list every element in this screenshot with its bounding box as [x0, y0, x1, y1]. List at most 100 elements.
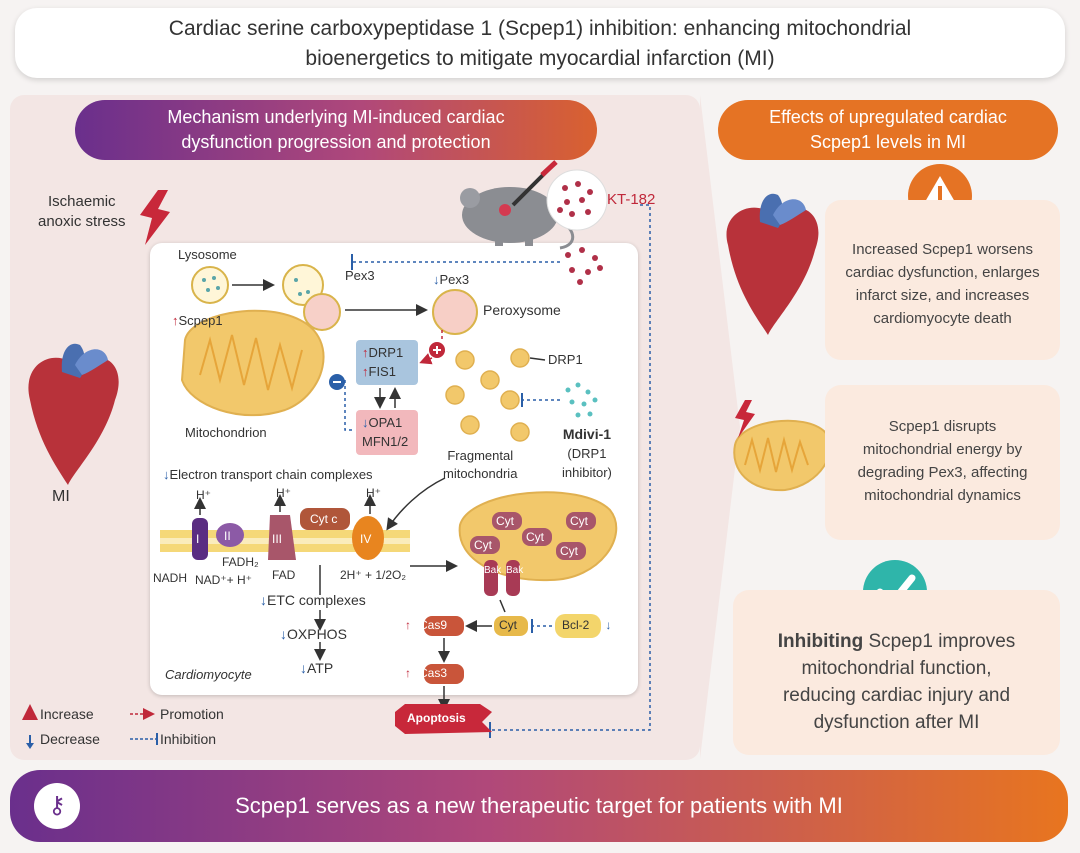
mechanism-header-line-1: Mechanism underlying MI-induced cardiac: [167, 107, 505, 127]
effects-header: Effects of upregulated cardiac Scpep1 le…: [718, 100, 1058, 160]
effects-header-line-1: Effects of upregulated cardiac: [769, 107, 1007, 127]
title-line-2: bioenergetics to mitigate myocardial inf…: [305, 47, 775, 70]
mdivi-molecules: [565, 382, 598, 418]
legend-promotion: Promotion: [160, 706, 224, 722]
effect-2-line-3: degrading Pex3, affecting: [857, 464, 1028, 481]
cyt-5: Cyt: [560, 544, 578, 558]
fadh2-label: FADH₂: [222, 555, 259, 569]
effect-1-line-2: cardiac dysfunction, enlarges: [845, 264, 1040, 281]
complex-ii-label: II: [224, 529, 231, 543]
complex-i: [192, 518, 208, 560]
effect-1-line-1: Increased Scpep1 worsens: [852, 241, 1033, 258]
etc-complexes-label: ↓ETC complexes: [260, 592, 366, 608]
stress-line-2: anoxic stress: [38, 213, 126, 230]
conclusion-text: Scpep1 serves as a new therapeutic targe…: [235, 793, 843, 818]
bak-2: [506, 560, 520, 596]
cas9-text: Cas9: [419, 618, 448, 632]
mitochondrion-icon: [180, 309, 325, 417]
apoptosis-badge: [395, 704, 492, 734]
mitochondrion-icon-right: [733, 400, 831, 492]
effect-2-line-4: mitochondrial dynamics: [864, 487, 1021, 504]
effect-box-2: Scpep1 disrupts mitochondrial energy by …: [825, 385, 1060, 540]
scpep1-label: ↑Scpep1: [172, 313, 223, 328]
drp1-fis1-labels: ↑DRP1 ↑FIS1: [362, 345, 404, 379]
effect-2-line-1: Scpep1 disrupts: [888, 418, 997, 435]
drp1-box-text: DRP1: [368, 345, 404, 360]
complex-ii: [216, 523, 244, 547]
fragmental-mitochondria: [445, 348, 530, 442]
effect-3-line-3: reducing cardiac injury and: [782, 685, 1011, 706]
title-line-1: Cardiac serine carboxypeptidase 1 (Scpep…: [168, 17, 912, 40]
bcl2-label: Bcl-2↓: [562, 618, 612, 632]
cyt-2: Cyt: [526, 530, 544, 544]
peroxysome-icon: [432, 289, 478, 335]
scpep1-text: Scpep1: [178, 313, 223, 328]
syringe-icon: [511, 160, 558, 207]
etc-title: ↓Electron transport chain complexes: [163, 467, 373, 482]
mi-label: MI: [52, 488, 70, 505]
stress-label: Ischaemic anoxic stress: [38, 192, 126, 232]
fragmental-line-1: Fragmental: [447, 448, 514, 463]
etc-complexes-text: ETC complexes: [267, 592, 366, 608]
mdivi-name: Mdivi-1: [562, 426, 612, 442]
fragmental-line-2: mitochondria: [443, 466, 518, 481]
etc-title-text: Electron transport chain complexes: [169, 467, 373, 482]
legend-decrease: Decrease: [40, 731, 100, 747]
cyt-3: Cyt: [474, 538, 492, 552]
mdivi-sub-2: inhibitor): [562, 465, 612, 480]
fad-label: FAD: [272, 568, 296, 582]
pex3-label: Pex3: [345, 268, 375, 283]
cas9-label: ↑Cas9: [405, 618, 448, 632]
complex-iv-label: IV: [360, 532, 372, 546]
mdivi-sub-1: (DRP1: [567, 446, 607, 461]
pex3-decrease-text: Pex3: [439, 272, 470, 287]
nadh-label: NADH: [153, 571, 188, 585]
cyt-4: Cyt: [570, 514, 588, 528]
hplus-1: H⁺: [196, 488, 211, 502]
mitochondrion-label: Mitochondrion: [185, 425, 267, 440]
nad-label: NAD⁺+ H⁺: [195, 573, 253, 587]
cyt-cytosol: Cyt: [499, 618, 517, 632]
fis1-box-text: FIS1: [368, 364, 396, 379]
oxphos-label: ↓OXPHOS: [280, 626, 347, 642]
effect-1-line-3: infarct size, and increases: [855, 287, 1030, 304]
complex-i-label: I: [196, 532, 200, 546]
cardiomyocyte-label: Cardiomyocyte: [165, 667, 252, 682]
effect-3-line-4: dysfunction after MI: [813, 712, 980, 733]
opa1-mfn-labels: ↓OPA1 MFN1/2: [362, 415, 409, 449]
complex-iii: [268, 515, 296, 560]
mechanism-header: Mechanism underlying MI-induced cardiac …: [75, 100, 597, 160]
heart-icon-left: [28, 343, 119, 485]
bcl2-text: Bcl-2: [562, 618, 590, 632]
effect-box-3: Inhibiting Scpep1 improves mitochondrial…: [733, 590, 1060, 755]
kt182-dots: [565, 247, 603, 285]
fragmental-label: Fragmental mitochondria: [443, 447, 517, 483]
bak-label-2: Bak: [506, 565, 524, 576]
apoptosis-label: Apoptosis: [407, 711, 466, 725]
legend-inhibition: Inhibition: [160, 731, 217, 747]
legend-increase: Increase: [40, 706, 94, 722]
bak-label-1: Bak: [484, 565, 502, 576]
water-label: 2H⁺ + 1/2O₂: [340, 568, 407, 582]
opa1-text: OPA1: [368, 415, 403, 430]
effect-1-line-4: cardiomyocyte death: [873, 310, 1012, 327]
lightning-icon: [140, 190, 170, 245]
kt182-inhibition-line: [490, 204, 651, 731]
effect-2-line-2: mitochondrial energy by: [862, 441, 1023, 458]
heart-icon-right: [726, 193, 819, 335]
opa1-mfn-box: [356, 410, 418, 455]
hplus-3: H⁺: [366, 486, 381, 500]
title-box: Cardiac serine carboxypeptidase 1 (Scpep…: [15, 8, 1065, 78]
cas3-text: Cas3: [419, 666, 448, 680]
lysosome-label: Lysosome: [178, 247, 237, 262]
cytc-shape: [300, 508, 350, 530]
atp-label: ↓ATP: [300, 660, 334, 676]
effect-3-lead: Inhibiting: [777, 631, 864, 652]
effect-3-line-1: Scpep1 improves: [868, 631, 1016, 652]
mfn-text: MFN1/2: [362, 434, 409, 449]
complex-iv: [352, 516, 384, 560]
kt182-molecules: [546, 169, 608, 231]
peroxysome-label: Peroxysome: [483, 302, 561, 318]
cas3-label: ↑Cas3: [405, 666, 448, 680]
kt182-label: KT-182: [607, 191, 656, 208]
